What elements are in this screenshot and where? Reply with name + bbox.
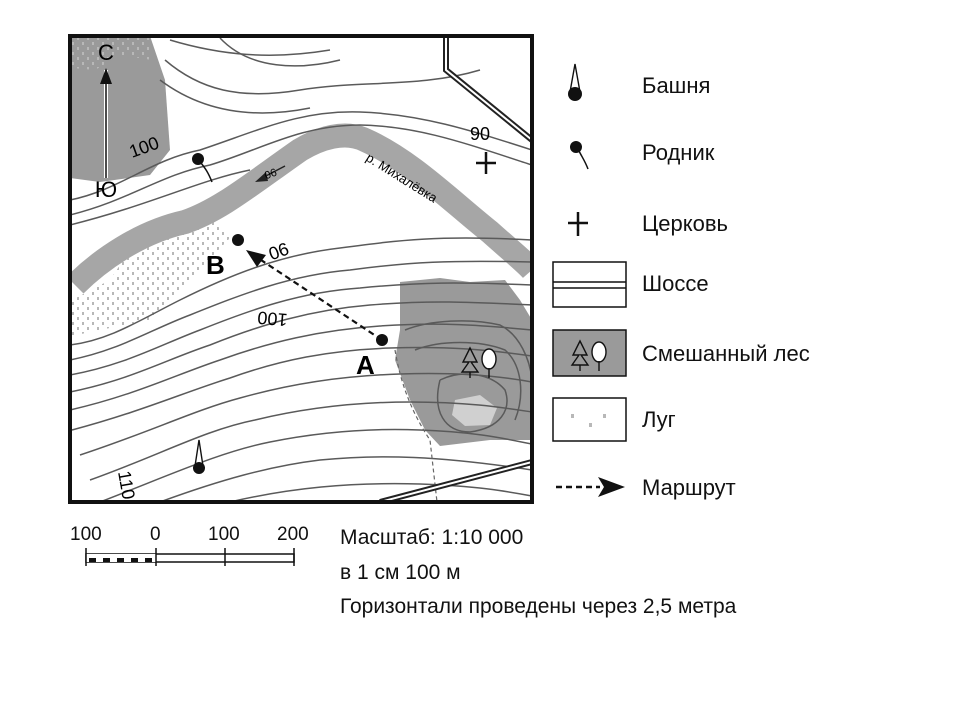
legend-route-icon — [556, 477, 625, 497]
legend-label-church: Церковь — [642, 211, 729, 236]
legend-label-route: Маршрут — [642, 475, 736, 500]
legend-label-mixed-forest: Смешанный лес — [642, 341, 810, 366]
contour-label: 90 — [470, 124, 490, 144]
contour-label: 110 — [114, 469, 139, 501]
legend-meadow-icon — [552, 397, 627, 442]
legend-highway-icon — [552, 261, 627, 308]
legend-label-meadow: Луг — [642, 407, 676, 432]
contour-label: 90 — [266, 238, 292, 264]
contour-lines — [70, 37, 532, 502]
scale-tick-label: 200 — [277, 524, 309, 545]
river — [70, 123, 532, 294]
contour-interval-note: Горизонтали проведены через 2,5 метра — [340, 595, 737, 618]
point-a-label: А — [356, 350, 375, 380]
map-frame — [68, 34, 534, 504]
scale-tick-label: 0 — [150, 524, 161, 545]
point-a-marker — [376, 334, 388, 346]
scale-tick-label: 100 — [208, 524, 240, 545]
scale-caption: Масштаб: 1:10 000 — [340, 526, 524, 549]
meadow-area-nw — [72, 38, 152, 70]
highway — [379, 36, 532, 502]
scale-bar — [85, 548, 295, 566]
scale-per-cm: в 1 см 100 м — [340, 561, 461, 584]
legend-mixed-forest-icon — [552, 329, 627, 377]
route — [246, 250, 383, 341]
meadow-area-west — [72, 214, 230, 336]
forest-boundary — [394, 349, 438, 502]
forest-light-patch — [452, 395, 497, 426]
mixed-forest-icon — [460, 346, 497, 378]
forest-area-nw — [70, 36, 170, 182]
legend-spring-icon — [570, 141, 589, 170]
legend-label-highway: Шоссе — [642, 271, 709, 296]
legend-church-icon — [568, 212, 588, 236]
north-label: С — [98, 40, 114, 65]
scale-tick-label: 100 — [70, 524, 102, 545]
legend-tower-icon — [568, 63, 582, 101]
legend-label-tower: Башня — [642, 73, 711, 98]
church-icon — [476, 152, 496, 174]
legend-label-spring: Родник — [642, 140, 715, 165]
contour-label: 100 — [257, 307, 289, 330]
south-label: Ю — [95, 177, 117, 202]
contour-label: 90 — [262, 165, 278, 180]
north-arrow — [100, 68, 112, 178]
river-flow-arrow — [255, 165, 286, 182]
tower-icon — [193, 439, 205, 474]
point-b-marker — [232, 234, 244, 246]
spring-icon — [192, 153, 213, 183]
point-b-label: В — [206, 250, 225, 280]
